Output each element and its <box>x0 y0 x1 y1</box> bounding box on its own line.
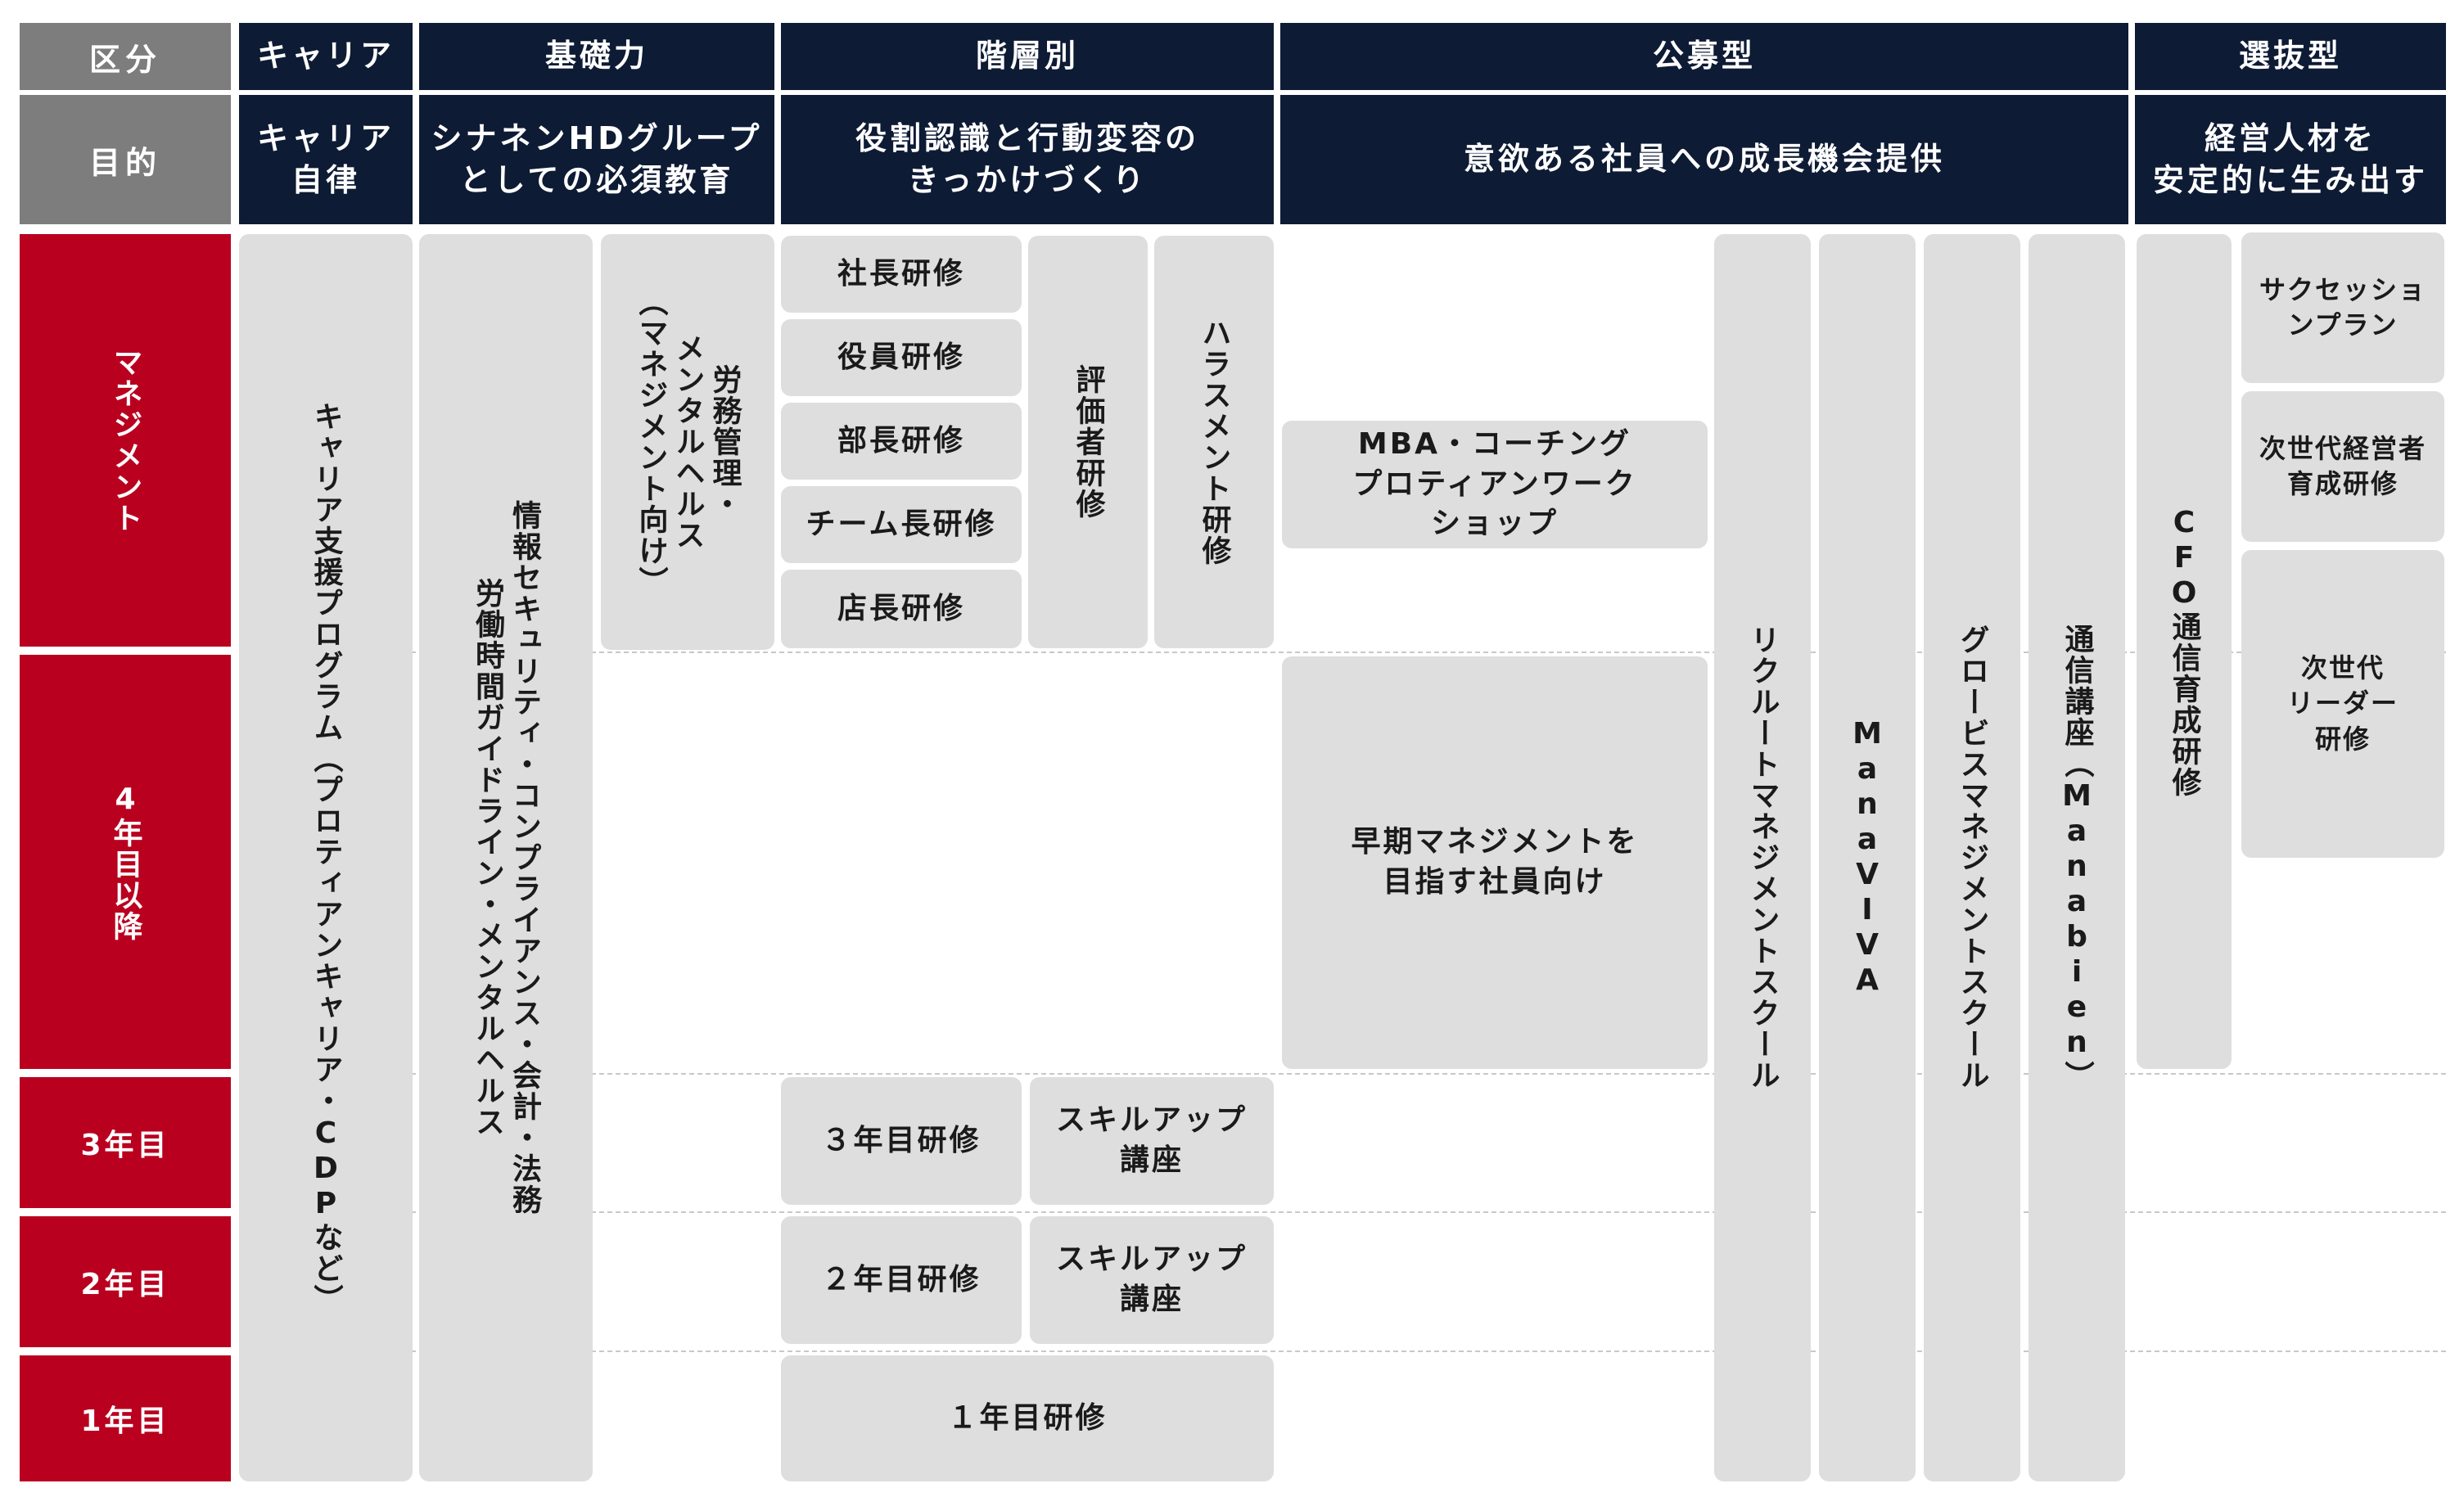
program-globis-text: グロービスマネジメントスクール <box>1955 624 1989 1091</box>
program-evaluator: 評価者研修 <box>1028 236 1148 648</box>
program-recruit: リクルートマネジメントスクール <box>1714 234 1811 1481</box>
program-skillup-year2: スキルアップ 講座 <box>1030 1216 1274 1344</box>
program-next-exec: 次世代経営者 育成研修 <box>2241 391 2444 542</box>
program-store-mgr: 店長研修 <box>781 570 1022 648</box>
program-globis: グロービスマネジメントスクール <box>1924 234 2020 1481</box>
row-label-management-text: マネジメント <box>108 347 142 534</box>
program-labor-mgmt-text: 労務管理・ メンタルヘルス （マネジメント向け） <box>634 286 742 597</box>
program-president: 社長研修 <box>781 236 1022 313</box>
program-evaluator-text: 評価者研修 <box>1071 364 1105 520</box>
program-early-mgmt: 早期マネジメントを 目指す社員向け <box>1282 656 1708 1069</box>
program-manaviva-text: ManaVIVA <box>1850 717 1884 999</box>
program-executive: 役員研修 <box>781 319 1022 396</box>
row-label-year3: 3年目 <box>20 1077 231 1208</box>
purpose-basic: シナネンHDグループ としての必須教育 <box>419 95 774 224</box>
program-info-security: 情報セキュリティ・コンプライアンス・会計・法務 労働時間ガイドライン・メンタルヘ… <box>419 234 593 1481</box>
header-col-selective: 選抜型 <box>2135 23 2446 90</box>
row-divider <box>239 1350 2446 1352</box>
header-col-tier: 階層別 <box>781 23 1274 90</box>
program-harassment-text: ハラスメント研修 <box>1197 318 1231 566</box>
header-purpose-label: 目的 <box>20 95 231 224</box>
program-succession: サクセッショ ンプラン <box>2241 232 2444 383</box>
row-divider <box>239 1211 2446 1213</box>
program-manaviva: ManaVIVA <box>1819 234 1916 1481</box>
row-label-year1: 1年目 <box>20 1355 231 1481</box>
row-divider <box>239 652 2446 653</box>
row-label-year2: 2年目 <box>20 1216 231 1347</box>
row-label-year4plus-text: 4年目以降 <box>108 782 142 942</box>
row-label-year4plus: 4年目以降 <box>20 655 231 1069</box>
program-mba: MBA・コーチング プロティアンワーク ショップ <box>1282 421 1708 548</box>
program-dept-head: 部長研修 <box>781 403 1022 480</box>
program-skillup-year3: スキルアップ 講座 <box>1030 1077 1274 1205</box>
header-col-career: キャリア <box>239 23 413 90</box>
purpose-tier: 役割認識と行動変容の きっかけづくり <box>781 95 1274 224</box>
program-next-leader: 次世代 リーダー 研修 <box>2241 550 2444 858</box>
header-category-label: 区分 <box>20 23 231 90</box>
program-career-support-text: キャリア支援プログラム（プロティアンキャリア・CDPなど） <box>309 400 343 1315</box>
program-year2: ２年目研修 <box>781 1216 1022 1344</box>
program-year1: １年目研修 <box>781 1355 1274 1481</box>
row-label-management: マネジメント <box>20 234 231 647</box>
program-year3: ３年目研修 <box>781 1077 1022 1205</box>
program-cfo: CFO通信育成研修 <box>2137 234 2232 1069</box>
header-col-open: 公募型 <box>1280 23 2128 90</box>
program-career-support: キャリア支援プログラム（プロティアンキャリア・CDPなど） <box>239 234 413 1481</box>
purpose-open: 意欲ある社員への成長機会提供 <box>1280 95 2128 224</box>
purpose-career: キャリア 自律 <box>239 95 413 224</box>
program-labor-mgmt: 労務管理・ メンタルヘルス （マネジメント向け） <box>601 234 774 650</box>
program-team-lead: チーム長研修 <box>781 486 1022 563</box>
program-info-security-text: 情報セキュリティ・コンプライアンス・会計・法務 労働時間ガイドライン・メンタルヘ… <box>471 500 541 1215</box>
program-harassment: ハラスメント研修 <box>1154 236 1274 648</box>
header-col-basic: 基礎力 <box>419 23 774 90</box>
program-correspondence: 通信講座（Manabien） <box>2029 234 2125 1481</box>
row-divider <box>239 1073 2446 1075</box>
program-correspondence-text: 通信講座（Manabien） <box>2060 624 2094 1092</box>
program-recruit-text: リクルートマネジメントスクール <box>1745 624 1780 1091</box>
program-cfo-text: CFO通信育成研修 <box>2167 505 2201 798</box>
purpose-selective: 経営人材を 安定的に生み出す <box>2135 95 2446 224</box>
